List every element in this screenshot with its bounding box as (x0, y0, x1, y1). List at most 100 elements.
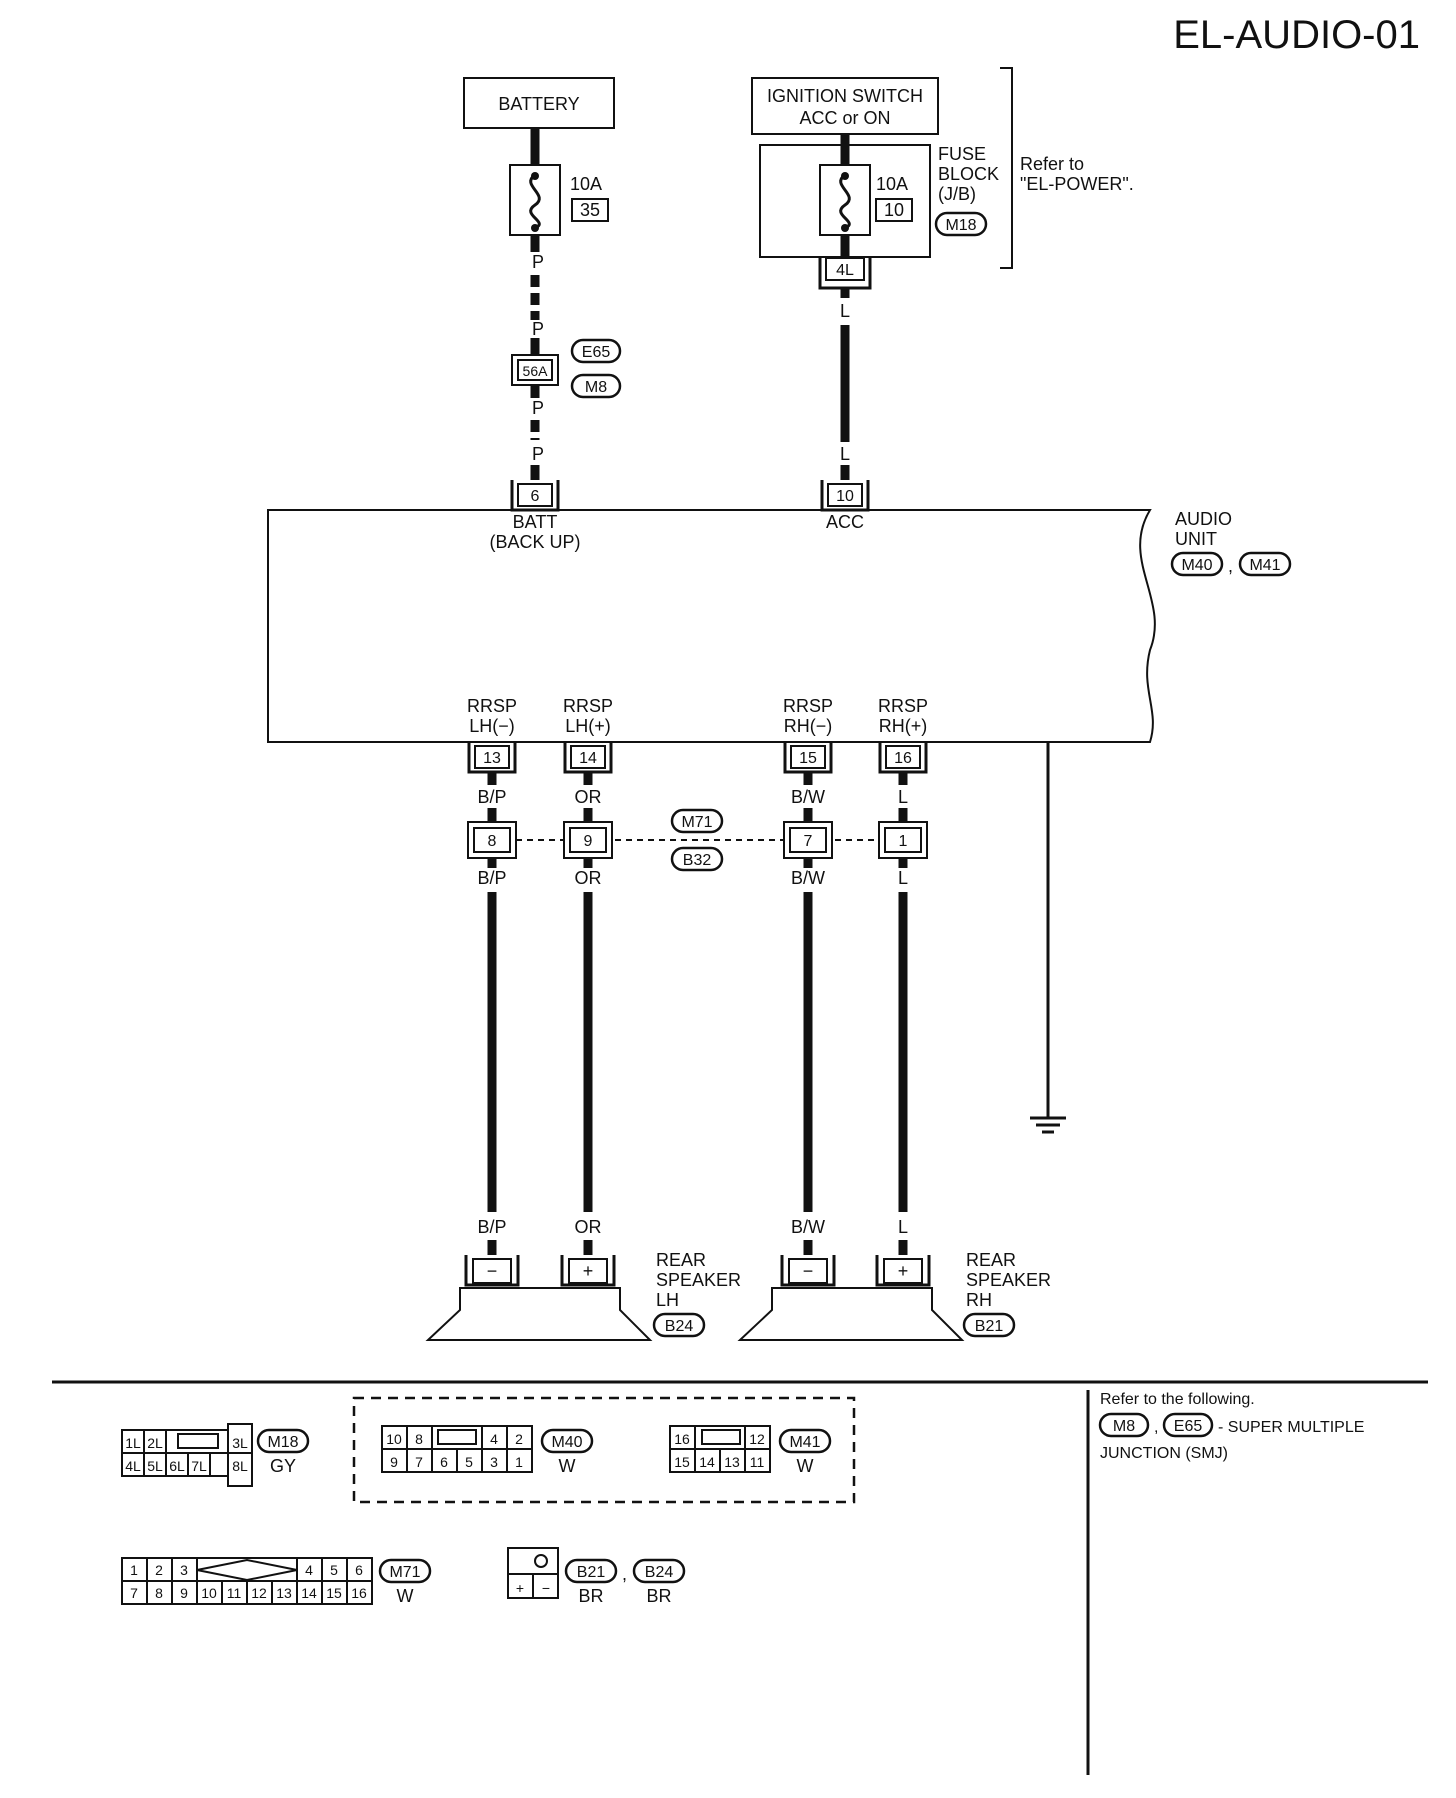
m18-pin-5l: 5L (147, 1458, 163, 1474)
output-14-label-2: LH(+) (565, 716, 611, 736)
wire-color-or-3: OR (575, 1217, 602, 1237)
output-15-terminal: 15 (799, 750, 817, 767)
fuse-block-terminal: 4L (836, 262, 854, 279)
output-16-terminal: 16 (894, 750, 912, 767)
ignition-switch-box (751, 77, 939, 135)
m71-pin-2: 2 (155, 1562, 163, 1578)
inline-connector-m71-b32: 8 9 7 1 M71 B32 (467, 808, 928, 872)
wire-color-l-3: L (898, 787, 908, 807)
rear-speaker-lh: − + REAR SPEAKER LH B24 (425, 1250, 741, 1341)
m18-pin-1l: 1L (125, 1435, 141, 1451)
m40-view-color: W (559, 1456, 576, 1476)
connector-tag-e65-label: E65 (582, 344, 611, 361)
batt-label-2: (BACK UP) (489, 532, 580, 552)
ignition-fuse-rating: 10A (876, 174, 908, 194)
m40-pin-6: 6 (440, 1454, 448, 1470)
inline-terminal-1: 1 (899, 833, 908, 850)
m71-pin-13: 13 (276, 1585, 292, 1601)
m18-pin-2l: 2L (147, 1435, 163, 1451)
m18-pin-3l: 3L (232, 1435, 248, 1451)
inline-terminal-7: 7 (804, 833, 813, 850)
battery-branch: BATTERY 10A 35 P P 56A E65 M8 P P (463, 77, 622, 480)
b21-b24-separator: , (622, 1564, 627, 1584)
connector-tag-b21 (962, 1312, 1016, 1338)
speaker-lh-label-3: LH (656, 1290, 679, 1310)
m40-pin-5: 5 (465, 1454, 473, 1470)
connector-view-b21-b24: + − B21 BR , B24 BR (507, 1547, 686, 1606)
wire-color-l-4: L (898, 868, 908, 888)
m71-pin-12: 12 (251, 1585, 267, 1601)
acc-label: ACC (826, 512, 864, 532)
ignition-label-1: IGNITION SWITCH (767, 86, 923, 106)
wire-color-or-1: OR (575, 787, 602, 807)
m71-view-name: M71 (389, 1564, 420, 1581)
wire-color-bw-2: B/W (791, 868, 825, 888)
m41-pin-15: 15 (674, 1454, 690, 1470)
connector-tag-m71-label: M71 (681, 814, 712, 831)
acc-terminal: 10 (836, 488, 854, 505)
m71-view-color: W (397, 1586, 414, 1606)
fuse-block-label-3: (J/B) (938, 184, 976, 204)
wire-color-p-4: P (532, 444, 544, 464)
wire-color-l-5: L (898, 1217, 908, 1237)
smj-terminal: 56A (523, 363, 549, 379)
m40-pin-4: 4 (490, 1431, 498, 1447)
notes-separator: , (1154, 1419, 1158, 1436)
b24-view-name: B24 (645, 1564, 674, 1581)
m71-pin-14: 14 (301, 1585, 317, 1601)
connector-tag-m8 (570, 373, 622, 399)
fuse-block-label-1: FUSE (938, 144, 986, 164)
wire-color-or-2: OR (575, 868, 602, 888)
refer-power-1: Refer to (1020, 154, 1084, 174)
diagram-title: EL-AUDIO-01 (1173, 13, 1420, 57)
connector-tag-b21-label: B21 (975, 1318, 1004, 1335)
m40-pin-9: 9 (390, 1454, 398, 1470)
m41-view-name: M41 (789, 1434, 820, 1451)
batt-terminal: 6 (531, 488, 540, 505)
inline-terminal-9: 9 (584, 833, 593, 850)
ignition-fuse-number: 10 (884, 200, 904, 220)
audio-connectors-group (352, 1396, 856, 1504)
connector-tag-m40-label: M40 (1181, 557, 1212, 574)
audio-unit: AUDIO UNIT M40 , M41 6 BATT (BACK UP) 10… (267, 480, 1292, 743)
m40-pin-3: 3 (490, 1454, 498, 1470)
battery-fuse-rating: 10A (570, 174, 602, 194)
output-13-label-1: RRSP (467, 696, 517, 716)
m40-view-name: M40 (551, 1434, 582, 1451)
connector-tag-b32-label: B32 (683, 852, 712, 869)
speaker-lh-minus: − (487, 1261, 498, 1281)
battery-label: BATTERY (498, 94, 579, 114)
connector-tag-e65 (570, 338, 622, 364)
b21-view-color: BR (578, 1586, 603, 1606)
notes-line-1: Refer to the following. (1100, 1391, 1255, 1408)
output-15-label-2: RH(−) (784, 716, 833, 736)
battery-fuse-number: 35 (580, 200, 600, 220)
audio-unit-label-1: AUDIO (1175, 509, 1232, 529)
audio-unit-box (267, 509, 1156, 743)
wire-color-bw-3: B/W (791, 1217, 825, 1237)
inline-terminal-8: 8 (488, 833, 497, 850)
connector-view-m18: 1L 2L 4L 5L 6L 7L 3L 8L M18 GY (121, 1423, 310, 1487)
ground (1030, 742, 1066, 1134)
wire-color-bp-2: B/P (477, 868, 506, 888)
m71-pin-3: 3 (180, 1562, 188, 1578)
notes-text-2: JUNCTION (SMJ) (1100, 1445, 1228, 1462)
wire-color-l-1: L (840, 301, 850, 321)
speaker-wires (487, 892, 908, 1212)
notes-tag-m8-label: M8 (1113, 1418, 1135, 1435)
m41-pin-11: 11 (750, 1454, 765, 1470)
speaker-rh-label-2: SPEAKER (966, 1270, 1051, 1290)
m40-pin-2: 2 (515, 1431, 523, 1447)
b21-view-name: B21 (577, 1564, 606, 1581)
m71-pin-5: 5 (330, 1562, 338, 1578)
wire-color-l-2: L (840, 444, 850, 464)
connector-tag-b32 (670, 846, 724, 872)
b24-view-color: BR (646, 1586, 671, 1606)
speaker-rh-plus: + (898, 1261, 909, 1281)
connector-view-m40: 10 8 4 2 9 7 6 5 3 1 M40 W (381, 1425, 594, 1476)
m41-view-color: W (797, 1456, 814, 1476)
ignition-label-2: ACC or ON (799, 108, 890, 128)
audio-unit-connector-separator: , (1228, 556, 1233, 576)
connector-view-m71: 1 2 3 4 5 6 7 8 9 10 11 12 13 14 15 16 M… (121, 1557, 432, 1606)
